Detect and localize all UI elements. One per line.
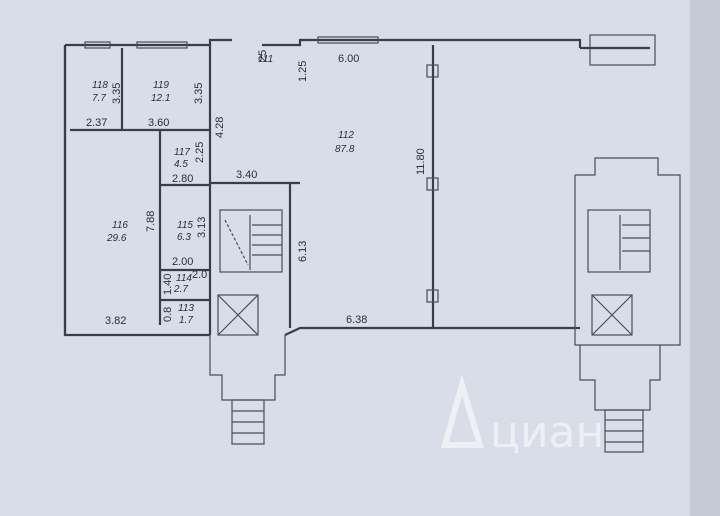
room-111-number: 111: [258, 54, 273, 65]
room-117-area: 4.5: [174, 159, 188, 170]
room-112-number: 112: [338, 130, 354, 141]
room-113-area: 1.7: [179, 315, 193, 326]
left-stairwell: [209, 209, 286, 445]
room-116-area: 29.6: [106, 233, 127, 244]
dim-1-25: 1.25: [297, 61, 309, 82]
dim-7-88: 7.88: [145, 211, 157, 232]
dim-2-00: 2.00: [172, 256, 193, 268]
dim-2-80: 2.80: [172, 173, 193, 185]
dim-6-00: 6.00: [338, 53, 359, 65]
cian-watermark: циан: [441, 374, 604, 458]
dim-1-40: 1.40: [162, 274, 174, 295]
room-119-area: 12.1: [151, 93, 170, 104]
dim-3-82: 3.82: [105, 315, 126, 327]
dim-3-60: 3.60: [148, 117, 169, 129]
room-115-area: 6.3: [177, 232, 191, 243]
room-116-number: 116: [112, 220, 128, 231]
dim-6-13: 6.13: [297, 241, 309, 262]
room-114-number: 114: [176, 273, 192, 284]
photo-edge-shadow: [690, 0, 720, 516]
dim-2-0: 2.0: [192, 269, 207, 281]
dim-3-13: 3.13: [196, 217, 208, 238]
dim-3-35-left: 3.35: [111, 83, 123, 104]
room-labels: 118 7.7 119 12.1 117 4.5 116 29.6 115 6.…: [92, 54, 355, 326]
dim-0-8: 0.8: [162, 307, 174, 322]
room-119-number: 119: [153, 80, 169, 91]
right-stairwell: [574, 157, 681, 453]
room-114-area: 2.7: [173, 284, 188, 295]
dim-3-35-right: 3.35: [193, 83, 205, 104]
interior-walls: [70, 45, 439, 335]
outer-walls: [63, 34, 656, 337]
dim-2-25: 2.25: [194, 142, 206, 163]
room-118-number: 118: [92, 80, 108, 91]
watermark-brand: циан: [490, 407, 604, 458]
room-113-number: 113: [178, 303, 194, 314]
dim-2-37: 2.37: [86, 117, 107, 129]
dim-6-38: 6.38: [346, 314, 367, 326]
dim-25: 25: [257, 50, 269, 62]
dim-11-80: 11.80: [415, 148, 427, 175]
cian-logo-icon: [441, 374, 485, 448]
room-115-number: 115: [177, 220, 193, 231]
dim-4-28: 4.28: [214, 117, 226, 138]
room-117-number: 117: [174, 147, 190, 158]
room-118-area: 7.7: [92, 93, 106, 104]
room-112-area: 87.8: [335, 144, 355, 155]
dim-3-40: 3.40: [236, 169, 257, 181]
dimension-labels: 3.35 3.35 2.37 3.60 4.28 1.25 6.00 25 11…: [86, 50, 427, 327]
